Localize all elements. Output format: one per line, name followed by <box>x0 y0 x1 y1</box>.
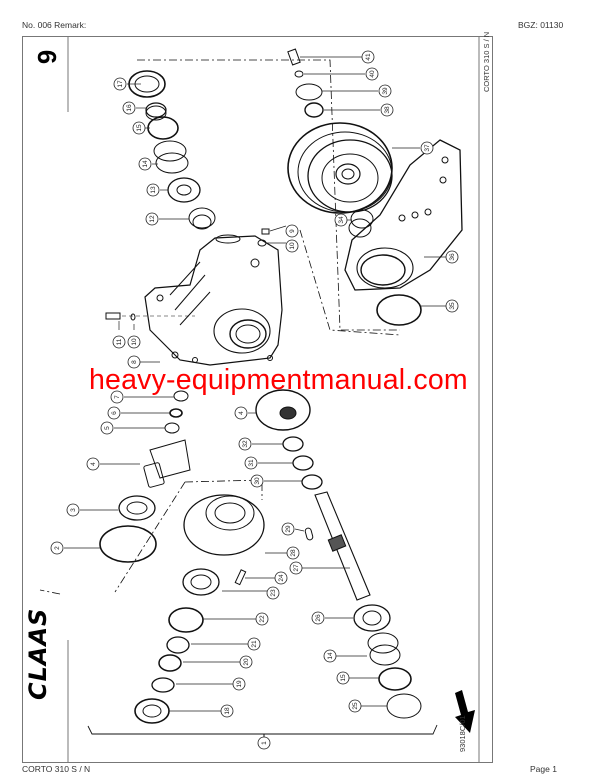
callout-35: 35 <box>449 302 456 310</box>
callout-10: 10 <box>289 242 296 250</box>
callout-25: 25 <box>352 702 359 710</box>
callout-14b: 14 <box>327 652 334 660</box>
callout-36: 36 <box>449 253 456 261</box>
callout-28: 28 <box>290 549 297 557</box>
callout-27: 27 <box>293 564 300 572</box>
callout-16: 16 <box>126 104 133 112</box>
callout-26: 26 <box>315 614 322 622</box>
callout-3: 3 <box>70 508 77 512</box>
callout-9: 9 <box>289 229 296 233</box>
callout-4b: 4 <box>238 411 245 415</box>
callout-14: 14 <box>142 160 149 168</box>
callout-22: 22 <box>259 615 266 623</box>
callout-19: 19 <box>236 680 243 688</box>
callout-13: 13 <box>150 186 157 194</box>
callout-37: 37 <box>424 144 431 152</box>
callout-15: 15 <box>136 124 143 132</box>
callout-20: 20 <box>243 658 250 666</box>
callout-21: 21 <box>251 640 258 648</box>
footer-page-number: Page 1 <box>530 764 557 774</box>
callout-24: 24 <box>278 574 285 582</box>
callout-34: 34 <box>338 216 345 224</box>
callout-31: 31 <box>248 459 255 467</box>
callout-5: 5 <box>104 426 111 430</box>
callout-11: 11 <box>116 338 123 345</box>
callout-23: 23 <box>270 589 277 597</box>
callout-15b: 15 <box>340 674 347 682</box>
callout-40: 40 <box>369 70 376 78</box>
callout-38: 38 <box>384 106 391 114</box>
callout-6: 6 <box>111 411 118 415</box>
callout-7: 7 <box>114 395 121 399</box>
footer-model-name: CORTO 310 S / N <box>22 764 91 774</box>
sheet-number: 6 <box>32 49 62 65</box>
callout-4: 4 <box>90 462 97 466</box>
callout-18: 18 <box>224 707 231 715</box>
side-model-label: CORTO 310 S / N <box>482 31 491 92</box>
callout-10b: 10 <box>131 338 138 346</box>
watermark-text: heavy-equipmentmanual.com <box>89 364 468 396</box>
drawing-id-label: 93018C/01 <box>458 715 467 752</box>
callout-8: 8 <box>131 360 138 364</box>
callout-12: 12 <box>149 215 156 223</box>
header-bgz-code: BGZ: 01130 <box>518 20 564 30</box>
callout-1: 1 <box>261 741 268 745</box>
callout-32: 32 <box>242 440 249 448</box>
callout-41: 41 <box>365 53 372 61</box>
callout-39: 39 <box>382 87 389 95</box>
callout-30: 30 <box>254 477 261 485</box>
callout-17: 17 <box>117 80 124 88</box>
claas-logo: CLAAS <box>24 607 52 700</box>
header-document-number: No. 006 Remark: <box>22 20 87 30</box>
callout-2: 2 <box>54 546 61 550</box>
drawing-frame <box>22 36 493 763</box>
callout-29: 29 <box>285 525 292 533</box>
